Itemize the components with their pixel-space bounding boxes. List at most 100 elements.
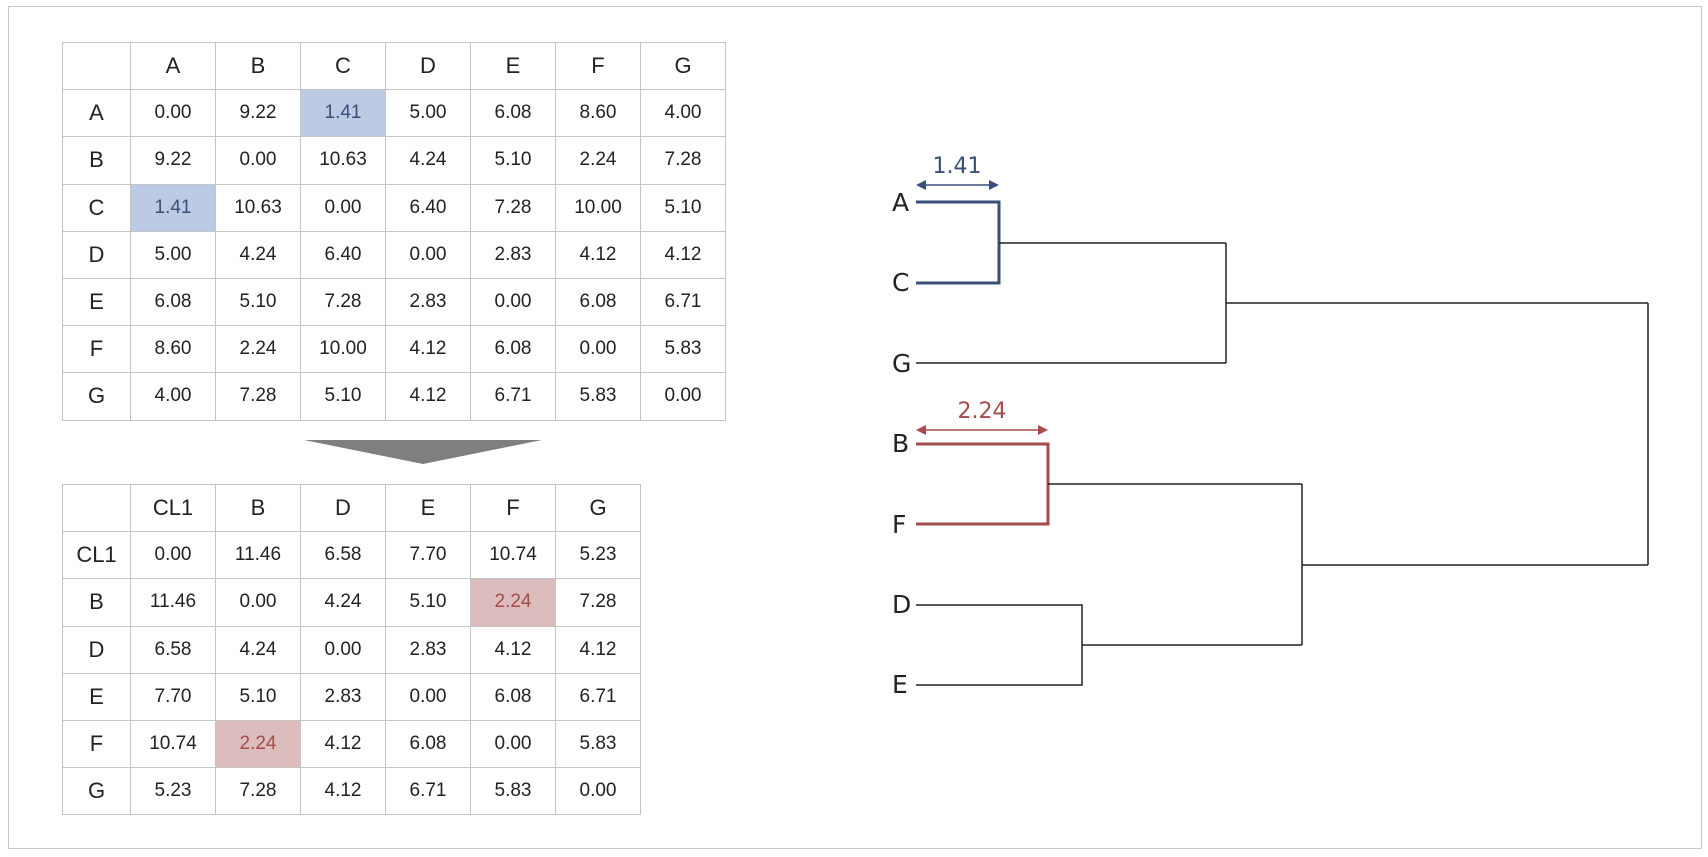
distance-label-red: 2.24 (958, 399, 1007, 424)
column-header: F (470, 483, 556, 533)
distance-cell: 2.83 (300, 672, 386, 721)
distance-cell: 5.83 (470, 767, 556, 816)
leaf-label-7: E (892, 670, 908, 699)
leaf-label-6: D (892, 590, 911, 619)
distance-cell: 6.08 (385, 719, 471, 769)
row-header: D (62, 230, 131, 279)
distance-cell: 6.40 (300, 230, 386, 279)
distance-cell: 0.00 (555, 325, 641, 374)
corner-cell (62, 41, 131, 91)
distance-cell: 9.22 (215, 89, 301, 138)
distance-cell: 6.08 (130, 277, 216, 327)
branch-b-f (916, 442, 1050, 526)
row-header: G (62, 767, 131, 816)
distance-cell: 8.60 (130, 325, 216, 374)
highlighted-distance-cell: 1.41 (300, 89, 386, 138)
distance-cell: 7.28 (215, 372, 301, 421)
column-header: C (300, 41, 386, 91)
distance-cell: 5.10 (385, 578, 471, 627)
distance-cell: 10.00 (555, 183, 641, 232)
column-header: F (555, 41, 641, 91)
distance-cell: 5.10 (640, 183, 726, 232)
distance-cell: 8.60 (555, 89, 641, 138)
distance-cell: 7.70 (130, 672, 216, 721)
highlighted-distance-cell: 2.24 (215, 719, 301, 769)
column-header: D (300, 483, 386, 533)
distance-cell: 2.24 (215, 325, 301, 374)
arrowhead-left-icon (916, 425, 926, 435)
distance-cell: 4.24 (215, 625, 301, 674)
distance-cell: 4.24 (215, 230, 301, 279)
distance-cell: 7.28 (555, 578, 641, 627)
distance-cell: 5.83 (555, 719, 641, 769)
distance-cell: 7.70 (385, 531, 471, 580)
distance-cell: 0.00 (215, 578, 301, 627)
highlighted-distance-cell: 1.41 (130, 183, 216, 232)
distance-cell: 4.24 (385, 136, 471, 185)
distance-cell: 6.71 (555, 672, 641, 721)
distance-cell: 0.00 (470, 719, 556, 769)
column-header: G (640, 41, 726, 91)
distance-cell: 6.08 (470, 325, 556, 374)
distance-cell: 9.22 (130, 136, 216, 185)
arrowhead-right-icon (989, 180, 999, 190)
distance-cell: 4.12 (300, 719, 386, 769)
column-header: E (385, 483, 471, 533)
distance-cell: 5.00 (130, 230, 216, 279)
distance-cell: 5.10 (215, 277, 301, 327)
distance-cell: 5.10 (470, 136, 556, 185)
distance-cell: 4.24 (300, 578, 386, 627)
distance-cell: 5.00 (385, 89, 471, 138)
leaf-label-3: G (892, 349, 911, 378)
distance-cell: 6.40 (385, 183, 471, 232)
down-arrow-icon (304, 440, 542, 464)
distance-cell: 0.00 (215, 136, 301, 185)
distance-cell: 7.28 (470, 183, 556, 232)
arrowhead-left-icon (916, 180, 926, 190)
distance-cell: 4.12 (640, 230, 726, 279)
distance-cell: 6.71 (385, 767, 471, 816)
column-header: G (555, 483, 641, 533)
row-header: F (62, 325, 131, 374)
leaf-label-1: A (892, 188, 909, 217)
distance-cell: 7.28 (640, 136, 726, 185)
distance-cell: 5.10 (215, 672, 301, 721)
distance-cell: 6.58 (130, 625, 216, 674)
distance-cell: 0.00 (300, 183, 386, 232)
row-header: E (62, 277, 131, 327)
distance-cell: 5.83 (555, 372, 641, 421)
distance-cell: 4.12 (555, 625, 641, 674)
row-header: D (62, 625, 131, 674)
distance-cell: 10.74 (130, 719, 216, 769)
corner-cell (62, 483, 131, 533)
distance-cell: 6.71 (640, 277, 726, 327)
row-header: F (62, 719, 131, 769)
distance-cell: 5.10 (300, 372, 386, 421)
distance-cell: 4.12 (470, 625, 556, 674)
distance-cell: 4.12 (555, 230, 641, 279)
distance-cell: 2.24 (555, 136, 641, 185)
distance-cell: 5.23 (555, 531, 641, 580)
column-header: B (215, 41, 301, 91)
distance-cell: 5.83 (640, 325, 726, 374)
distance-arrow-red: 2.24 (916, 399, 1048, 435)
distance-cell: 4.12 (300, 767, 386, 816)
distance-cell: 5.23 (130, 767, 216, 816)
distance-cell: 6.08 (555, 277, 641, 327)
row-header: E (62, 672, 131, 721)
column-header: A (130, 41, 216, 91)
distance-cell: 0.00 (470, 277, 556, 327)
distance-label-blue: 1.41 (933, 154, 982, 179)
distance-cell: 6.58 (300, 531, 386, 580)
figure-frame (8, 6, 1702, 849)
